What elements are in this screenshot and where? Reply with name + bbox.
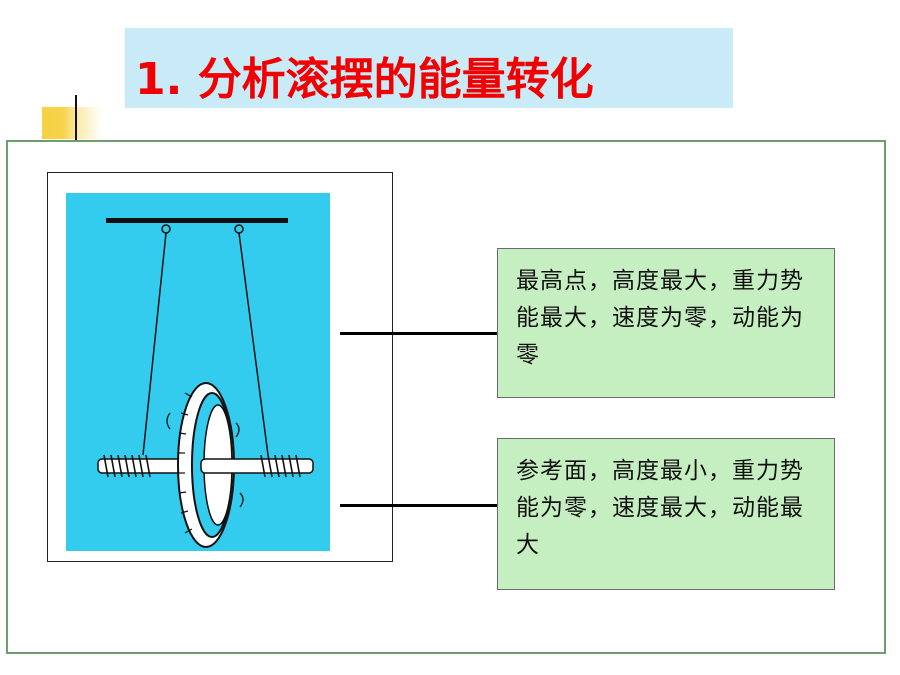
maxwell-pendulum-icon bbox=[66, 193, 330, 551]
connector-top bbox=[340, 332, 498, 335]
note-highest-point-text: 最高点，高度最大，重力势能最大，速度为零，动能为零 bbox=[516, 268, 804, 368]
square-bullet-icon bbox=[42, 107, 102, 139]
note-reference-plane: 参考面，高度最小，重力势能为零，速度最大，动能最大 bbox=[497, 438, 835, 590]
title-background bbox=[125, 28, 733, 108]
note-reference-plane-text: 参考面，高度最小，重力势能为零，速度最大，动能最大 bbox=[516, 458, 804, 558]
note-highest-point: 最高点，高度最大，重力势能最大，速度为零，动能为零 bbox=[497, 248, 835, 398]
accent-divider bbox=[75, 95, 77, 141]
slide-title: 1. 分析滚摆的能量转化 bbox=[135, 54, 594, 105]
connector-bottom bbox=[340, 504, 498, 507]
